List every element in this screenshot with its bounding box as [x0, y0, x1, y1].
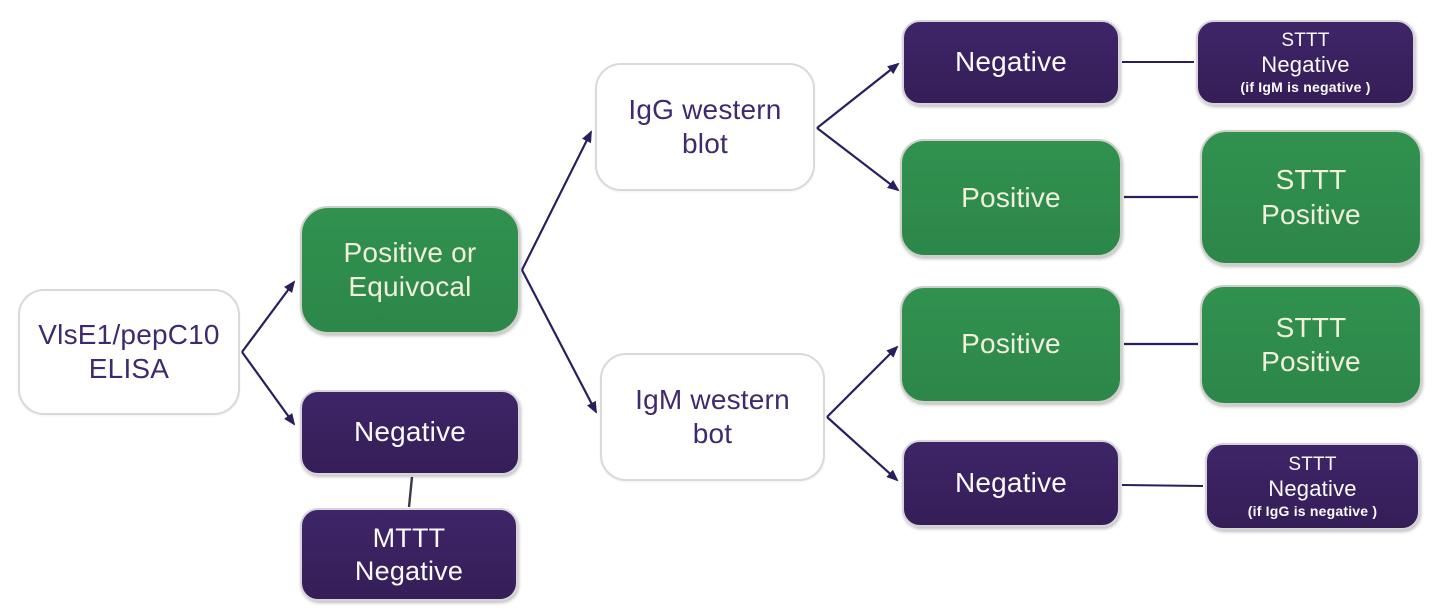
node-label-line: VlsE1/pepC10: [38, 318, 220, 350]
node-label-line: STTT: [1275, 311, 1347, 343]
line-igm-negative-to-sttt: [1121, 484, 1204, 487]
node-label-line: Equivocal: [348, 271, 472, 302]
node-igm-negative: Negative: [902, 440, 1120, 527]
node-label-line: IgG western: [628, 93, 782, 125]
node-label-line: IgM western: [635, 383, 790, 415]
node-label-line: STTT: [1275, 164, 1347, 196]
node-label-line: STTT: [1281, 29, 1330, 51]
node-label-line: Positive or: [343, 236, 477, 268]
arrow-igm-to-negative: [826, 416, 899, 482]
arrow-positive-equivocal-to-igm: [521, 269, 597, 414]
node-igm-positive: Positive: [900, 286, 1122, 403]
node-elisa: VlsE1/pepC10 ELISA: [18, 289, 240, 415]
node-label-line: ELISA: [88, 353, 170, 384]
node-igm-western-bot: IgM western bot: [600, 353, 825, 481]
arrow-elisa-to-positive-equivocal: [241, 280, 296, 353]
node-label-line: blot: [682, 128, 728, 159]
node-elisa-negative: Negative: [300, 390, 520, 475]
node-label-line: MTTT: [372, 522, 446, 553]
node-label-fineprint: (if IgG is negative ): [1247, 502, 1378, 519]
node-label-line: Negative: [954, 46, 1068, 78]
node-sttt-negative-if-igg-negative: STTT Negative (if IgG is negative ): [1205, 443, 1420, 530]
node-igg-positive: Positive: [900, 139, 1122, 257]
node-label-fineprint: (if IgM is negative ): [1240, 78, 1371, 95]
arrow-elisa-to-negative: [241, 351, 296, 426]
node-sttt-positive-igg: STTT Positive: [1200, 130, 1422, 265]
node-sttt-negative-if-igm-negative: STTT Negative (if IgM is negative ): [1196, 20, 1415, 105]
node-label-line: bot: [692, 418, 733, 449]
node-igg-negative: Negative: [902, 20, 1120, 105]
node-label-line: Negative: [354, 555, 464, 586]
node-label-line: Positive: [961, 181, 1061, 213]
node-positive-or-equivocal: Positive or Equivocal: [300, 206, 520, 334]
node-label-line: Negative: [1261, 51, 1350, 77]
line-negative-to-mttt: [407, 476, 414, 508]
node-igg-western-blot: IgG western blot: [595, 63, 815, 191]
node-label-line: Negative: [353, 416, 467, 448]
arrow-igg-to-negative: [816, 62, 900, 129]
node-label-line: Negative: [954, 467, 1068, 499]
node-label-line: Positive: [1261, 198, 1361, 230]
node-sttt-positive-igm: STTT Positive: [1200, 285, 1422, 405]
arrow-igg-to-positive: [816, 127, 900, 192]
node-label-line: Positive: [1261, 346, 1361, 377]
arrow-positive-equivocal-to-igg: [521, 130, 592, 271]
node-mttt-negative: MTTT Negative: [300, 508, 518, 601]
node-label-line: STTT: [1288, 453, 1337, 475]
node-label-line: Negative: [1268, 475, 1357, 501]
arrow-igm-to-positive: [826, 345, 899, 418]
node-label-line: Positive: [961, 328, 1061, 360]
